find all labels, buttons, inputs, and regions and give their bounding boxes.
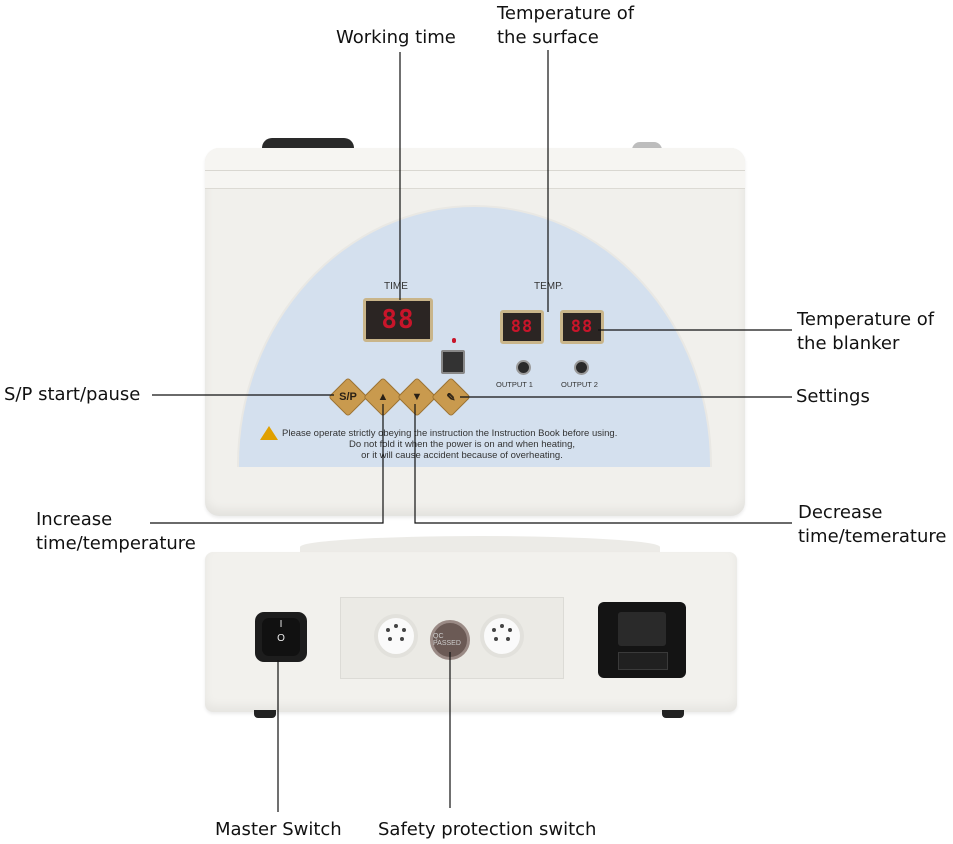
din-pin — [508, 628, 512, 632]
decrease-label-line2: time/temerature — [798, 526, 947, 547]
power-inlet-socket — [618, 612, 666, 646]
carry-handle — [262, 138, 354, 150]
increase-label-line1: Increase — [36, 509, 113, 530]
output1-jack[interactable] — [516, 360, 531, 375]
time-label: TIME — [384, 281, 408, 292]
din-pin — [402, 628, 406, 632]
din-pin — [492, 628, 496, 632]
din-pin — [394, 624, 398, 628]
start-pause-label: S/P start/pause — [4, 384, 141, 405]
master-switch[interactable]: I O — [255, 612, 307, 662]
fuse-drawer[interactable] — [618, 652, 668, 670]
settings-label: Settings — [796, 386, 870, 407]
working-time-label: Working time — [336, 27, 456, 48]
warning-text-line3: or it will cause accident because of ove… — [361, 450, 563, 461]
safety-protection-switch[interactable]: QC PASSED — [430, 620, 470, 660]
din-pin — [388, 637, 392, 641]
time-display: 88 — [363, 298, 433, 342]
switch-off-mark: O — [277, 633, 285, 644]
din-pin — [506, 637, 510, 641]
front-rim-groove — [205, 170, 745, 171]
switch-on-mark: I — [279, 619, 283, 630]
decrease-label-line1: Decrease — [798, 502, 883, 523]
wrench-icon: ✎ — [446, 391, 456, 404]
power-inlet[interactable] — [598, 602, 686, 678]
temperature-surface-label-line2: the surface — [497, 27, 599, 48]
temperature-blanker-label-line1: Temperature of — [797, 309, 935, 330]
power-indicator-icon — [452, 338, 456, 343]
temp-display-2: 88 — [560, 310, 604, 344]
din-connector-left[interactable] — [374, 614, 418, 658]
start-pause-button-label: S/P — [339, 391, 357, 403]
fuse-label: QC PASSED — [433, 633, 461, 647]
foot-left — [254, 710, 276, 718]
temperature-surface-label-line1: Temperature of — [497, 3, 635, 24]
warning-icon — [260, 426, 278, 440]
up-arrow-icon: ▲ — [377, 391, 389, 403]
warning-text-line2: Do not fold it when the power is on and … — [348, 439, 576, 450]
top-knob — [632, 142, 662, 150]
output2-jack[interactable] — [574, 360, 589, 375]
temp-label: TEMP. — [534, 281, 564, 292]
din-connector-right[interactable] — [480, 614, 524, 658]
increase-label-line2: time/temperature — [36, 533, 196, 554]
master-switch-rocker[interactable]: I O — [262, 618, 300, 656]
output1-label: OUTPUT 1 — [496, 380, 533, 389]
warning-text-line1: Please operate strictly obeying the inst… — [282, 428, 618, 439]
temperature-blanker-label-line2: the blanker — [797, 333, 900, 354]
din-pin — [386, 628, 390, 632]
front-rim — [205, 148, 745, 189]
din-pin — [494, 637, 498, 641]
foot-right — [662, 710, 684, 718]
master-switch-label: Master Switch — [215, 819, 342, 840]
temp-display-1: 88 — [500, 310, 544, 344]
safety-switch-label: Safety protection switch — [378, 819, 597, 840]
down-arrow-icon: ▼ — [411, 391, 423, 403]
din-pin — [500, 624, 504, 628]
output2-label: OUTPUT 2 — [561, 380, 598, 389]
small-button[interactable] — [441, 350, 465, 374]
din-pin — [400, 637, 404, 641]
